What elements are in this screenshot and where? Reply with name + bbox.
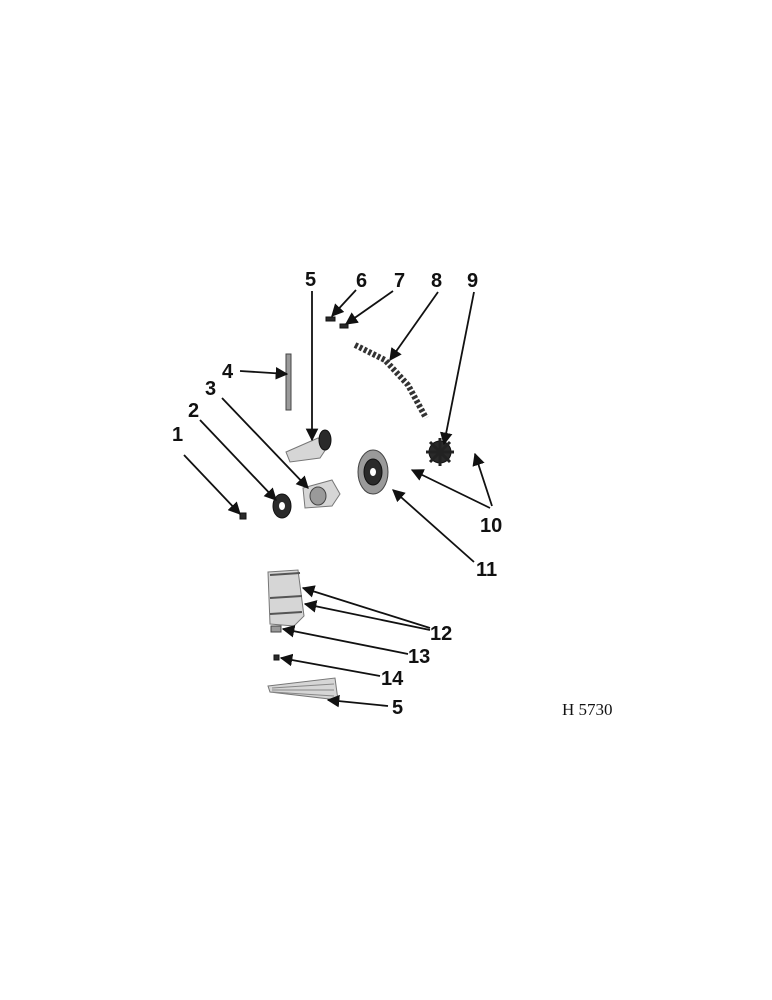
leader-10a	[410, 469, 491, 509]
leader-3	[221, 397, 309, 489]
leader-7	[344, 290, 394, 325]
part-9-sprocket	[426, 438, 454, 466]
leader-5b	[326, 694, 389, 708]
part-8-roller-chain	[353, 342, 429, 420]
part-14-pin	[273, 654, 280, 661]
leader-10b	[472, 452, 493, 507]
callout-7: 7	[394, 270, 405, 292]
leader-4	[239, 366, 289, 380]
callout-12: 12	[430, 623, 452, 645]
callout-1: 1	[172, 424, 183, 446]
part-13-clip	[270, 625, 282, 633]
callout-4: 4	[222, 361, 234, 383]
leader-8	[389, 291, 439, 362]
part-3-hub	[302, 479, 341, 509]
leader-6	[331, 289, 357, 317]
leader-14	[279, 653, 381, 677]
leader-12a	[301, 585, 431, 629]
callout-2: 2	[188, 400, 199, 422]
part-4-bar	[285, 353, 292, 411]
leader-2	[199, 419, 277, 501]
part-12-bracket	[267, 569, 305, 627]
callout-9: 9	[467, 270, 478, 292]
callout-3: 3	[205, 378, 216, 400]
part-1-pin	[239, 512, 247, 520]
callout-10: 10	[480, 515, 502, 537]
callout-13: 13	[408, 646, 430, 668]
part-7-pin	[339, 323, 349, 329]
leader-9	[440, 291, 475, 446]
leader-lines	[183, 289, 493, 708]
part-2-washer	[272, 493, 292, 519]
callout-5-top: 5	[305, 269, 316, 291]
leader-1	[183, 454, 241, 515]
part-6-pin	[325, 316, 336, 322]
leader-13	[281, 625, 409, 655]
part-5-tapered-sleeve	[267, 677, 339, 701]
callout-11: 11	[476, 559, 497, 581]
part-5-sleeve	[285, 429, 332, 463]
figure-id: H 5730	[562, 700, 613, 719]
callout-6: 6	[356, 270, 367, 292]
callout-labels: 1 2 3 4 5 6 7 8 9 10 11 12 13 14 5	[172, 269, 502, 719]
leader-11	[392, 489, 475, 563]
callout-14: 14	[381, 668, 404, 690]
callout-8: 8	[431, 270, 442, 292]
part-11-gear	[357, 449, 389, 495]
leader-12b	[303, 600, 431, 631]
callout-5-bottom: 5	[392, 697, 403, 719]
